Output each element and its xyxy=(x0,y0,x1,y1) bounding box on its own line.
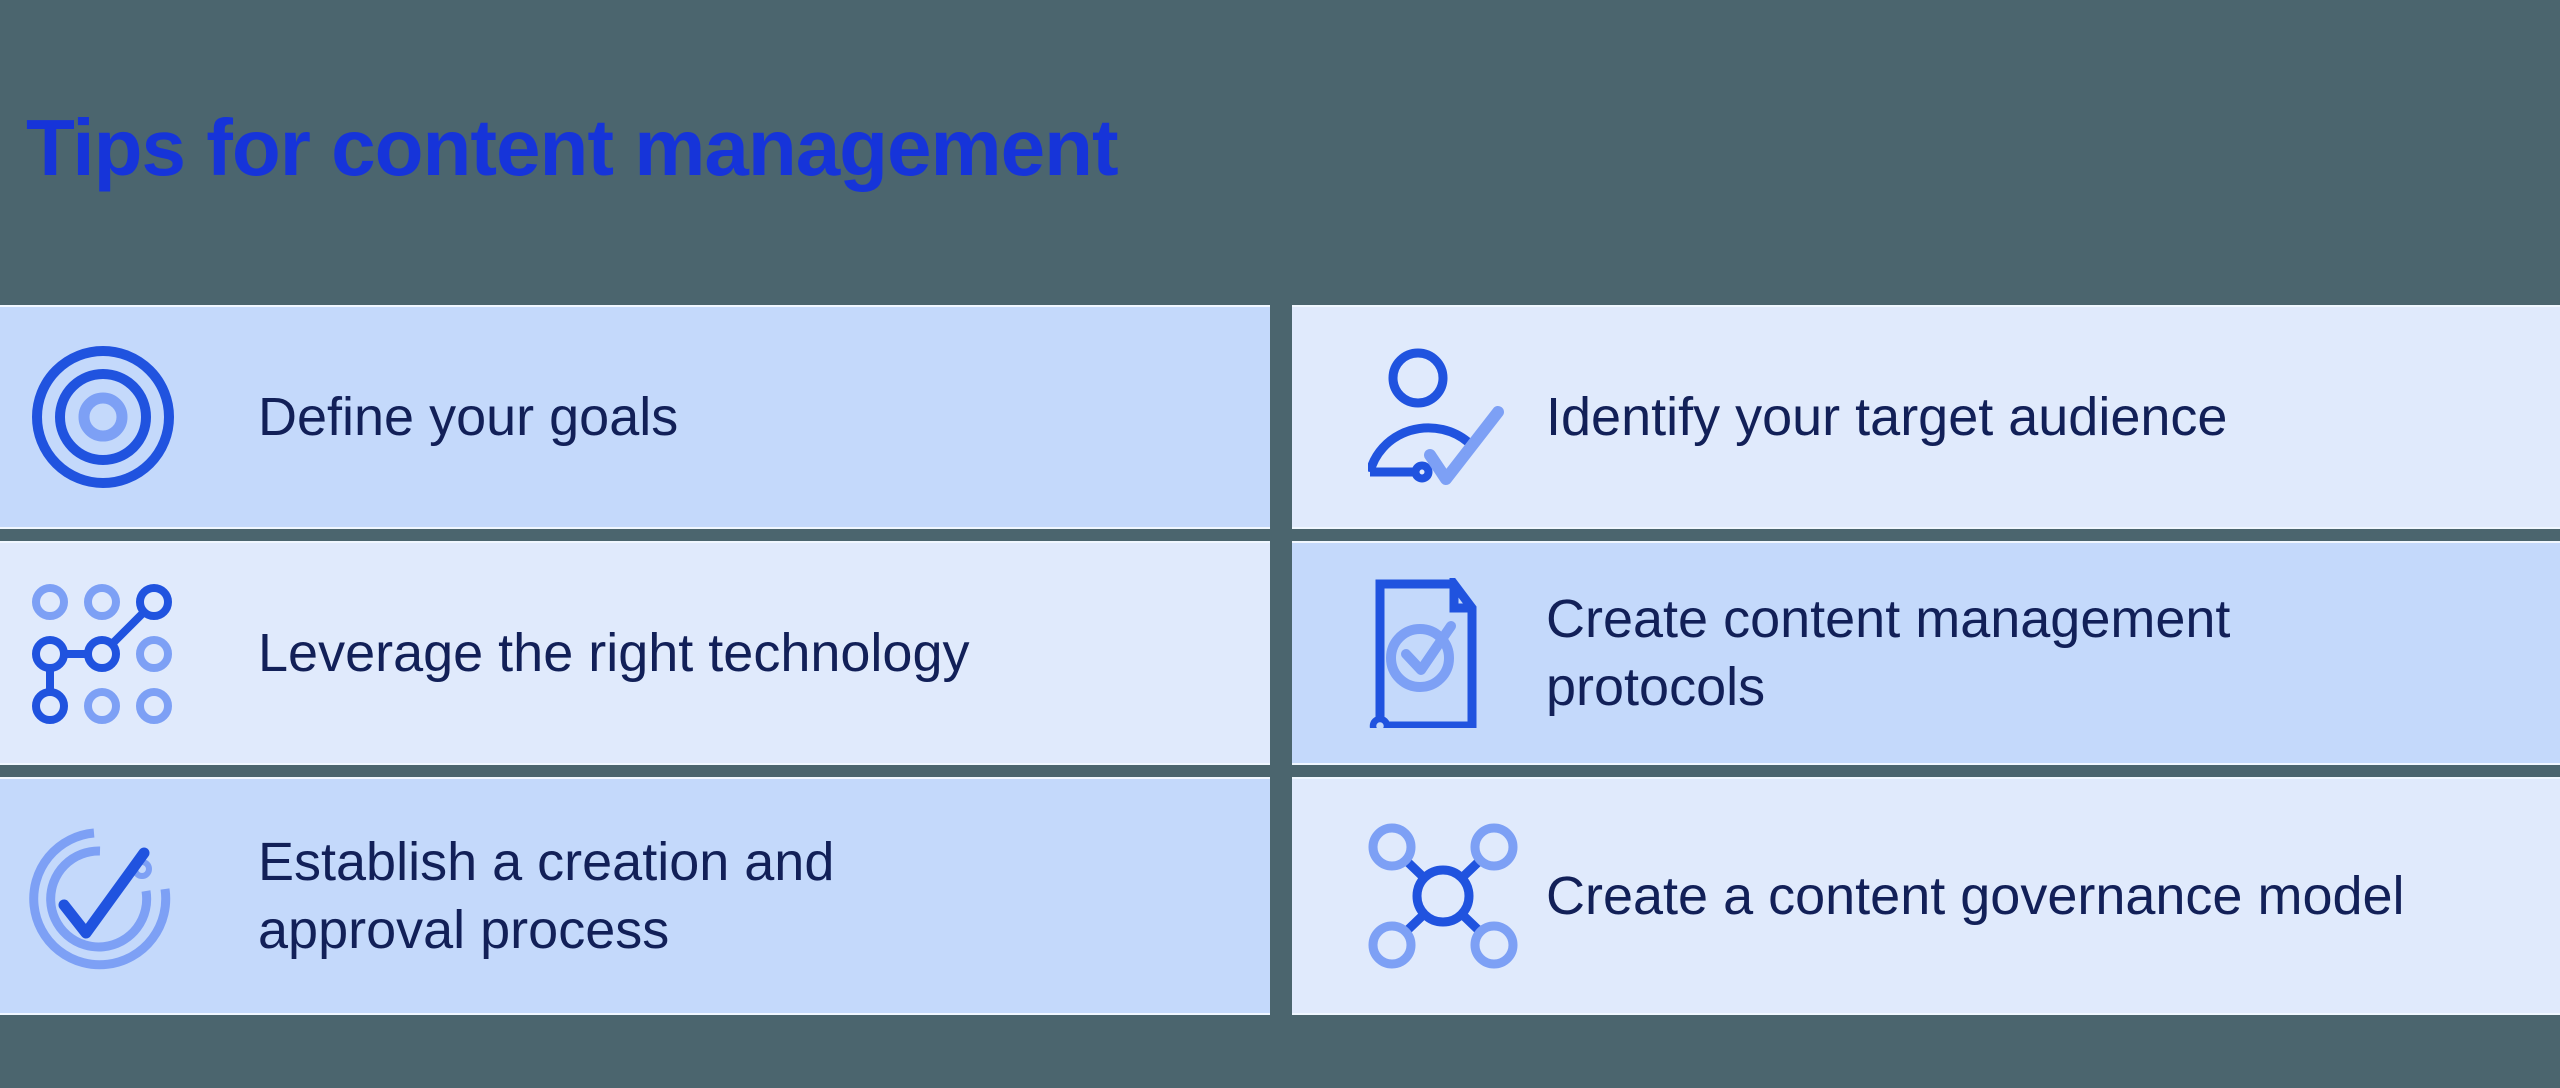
document-check-icon xyxy=(1369,578,1477,728)
network-nodes-icon xyxy=(32,584,172,724)
card-label: Leverage the right technology xyxy=(258,622,970,683)
check-rings-icon xyxy=(29,828,171,970)
card-label: Create content management protocols xyxy=(1546,588,2231,717)
tip-card-content-protocols: Create content management protocols xyxy=(1292,541,2560,765)
tips-grid: Define your goals Identify your target a… xyxy=(0,305,2560,1015)
tip-card-identify-audience: Identify your target audience xyxy=(1292,305,2560,529)
page-title: Tips for content management xyxy=(26,103,1119,192)
tip-card-creation-approval: Establish a creation and approval proces… xyxy=(0,777,1270,1015)
hub-network-icon xyxy=(1368,823,1518,969)
target-icon xyxy=(32,346,174,488)
card-label: Create a content governance model xyxy=(1546,865,2405,926)
tip-card-governance-model: Create a content governance model xyxy=(1292,777,2560,1015)
tip-card-define-goals: Define your goals xyxy=(0,305,1270,529)
card-label: Define your goals xyxy=(258,386,679,447)
person-check-icon xyxy=(1368,348,1504,485)
card-label: Identify your target audience xyxy=(1546,386,2228,447)
card-label: Establish a creation and approval proces… xyxy=(258,831,835,960)
tip-card-leverage-technology: Leverage the right technology xyxy=(0,541,1270,765)
